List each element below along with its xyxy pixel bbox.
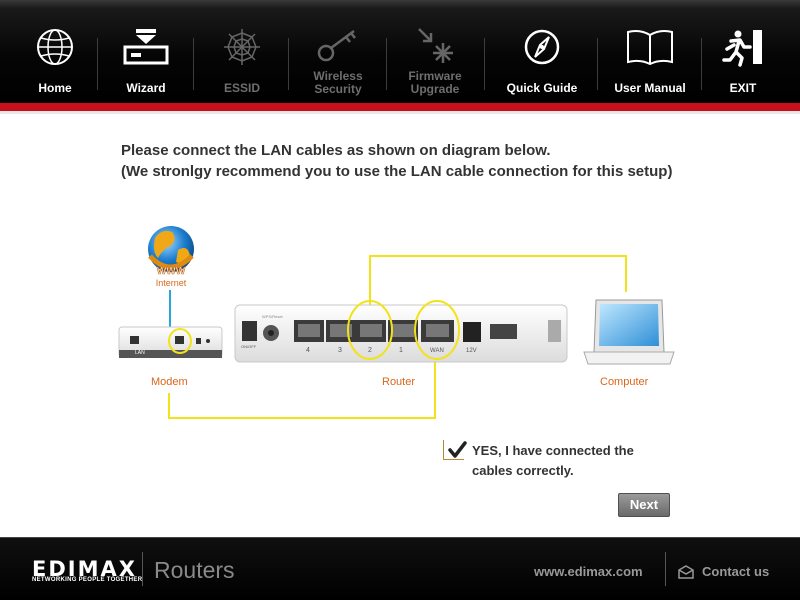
nav-essid-label: ESSID [223, 81, 260, 95]
footer-divider [665, 552, 666, 586]
compass-icon [495, 26, 589, 68]
nav-divider [701, 38, 702, 90]
nav-wizard[interactable]: Wizard [104, 0, 188, 103]
router-wan-label: WAN [430, 348, 444, 354]
instructions: Please connect the LAN cables as shown o… [121, 140, 672, 182]
router-device [234, 300, 568, 363]
nav-wizard-label: Wizard [126, 81, 166, 95]
modem-lan-label: LAN [135, 350, 145, 356]
nav-divider [597, 38, 598, 90]
checkmark-icon [448, 441, 467, 458]
router-onoff-label: ON/OFF [241, 344, 257, 349]
key-icon [295, 24, 381, 66]
instruction-line-2: (We stronlgy recommend you to use the LA… [121, 163, 673, 180]
router-port-2-label: 2 [368, 347, 372, 354]
internet-globe-icon [148, 226, 194, 272]
nav-divider [97, 38, 98, 90]
nav-wireless-label-2: Security [314, 82, 362, 96]
firmware-upgrade-icon [392, 24, 478, 66]
nav-firmware-label-1: Firmware [408, 69, 462, 83]
router-wps-label: WPS/Reset [262, 314, 284, 319]
footer-divider [142, 552, 143, 586]
nav-wireless-security[interactable]: Wireless Security [295, 0, 381, 103]
nav-divider [288, 38, 289, 90]
accent-bar-shadow [0, 111, 800, 114]
nav-divider [386, 38, 387, 90]
book-icon [605, 26, 695, 68]
nav-firmware-label-2: Upgrade [410, 82, 460, 96]
nav-quick-guide[interactable]: Quick Guide [495, 0, 589, 103]
exit-door-icon [708, 26, 778, 68]
confirm-checkbox[interactable] [443, 440, 464, 460]
accent-bar [0, 103, 800, 111]
cable-modem-router [168, 357, 436, 419]
globe-icon [18, 26, 92, 68]
computer-label: Computer [600, 376, 649, 388]
nav-user-manual[interactable]: User Manual [605, 0, 695, 103]
footer [0, 537, 800, 600]
nav-firmware-upgrade[interactable]: Firmware Upgrade [392, 0, 478, 103]
router-port-3-label: 3 [338, 347, 342, 354]
nav-home-label: Home [38, 81, 72, 95]
brand-tagline: NETWORKING PEOPLE TOGETHER [32, 577, 143, 583]
nav-wireless-label-1: Wireless [313, 69, 363, 83]
instruction-line-1: Please connect the LAN cables as shown o… [121, 142, 551, 159]
router-12v-label: 12V [466, 348, 477, 354]
confirm-label-line-2: cables correctly. [472, 463, 574, 478]
internet-label: Internet [156, 278, 187, 288]
nav-divider [484, 38, 485, 90]
brand-logo: EDIMAX [32, 557, 137, 581]
nav-quick-guide-label: Quick Guide [506, 81, 578, 95]
nav-essid[interactable]: ESSID [200, 0, 284, 103]
contact-us-link[interactable]: Contact us [702, 564, 770, 579]
nav-divider [193, 38, 194, 90]
envelope-icon[interactable] [677, 564, 695, 580]
website-link[interactable]: www.edimax.com [534, 564, 643, 579]
cable-router-computer [369, 255, 627, 305]
nav-exit-label: EXIT [729, 81, 757, 95]
laptop-device [583, 299, 675, 365]
confirm-label-line-1: YES, I have connected the [472, 443, 634, 458]
next-button[interactable]: Next [618, 493, 670, 517]
confirm-label: YES, I have connected the cables correct… [472, 441, 672, 481]
product-name: Routers [154, 557, 235, 583]
modem-device [118, 326, 223, 358]
top-nav: Home Wizard ESSID [0, 0, 800, 103]
router-port-4-label: 4 [306, 347, 310, 354]
nav-user-manual-label: User Manual [614, 81, 686, 95]
nav-home[interactable]: Home [18, 0, 92, 103]
spiderweb-icon [200, 26, 284, 68]
modem-label: Modem [151, 376, 188, 388]
www-text: WWW [157, 266, 186, 277]
install-wizard-icon [104, 26, 188, 68]
router-port-1-label: 1 [399, 347, 403, 354]
router-label: Router [382, 376, 415, 388]
nav-exit[interactable]: EXIT [708, 0, 778, 103]
